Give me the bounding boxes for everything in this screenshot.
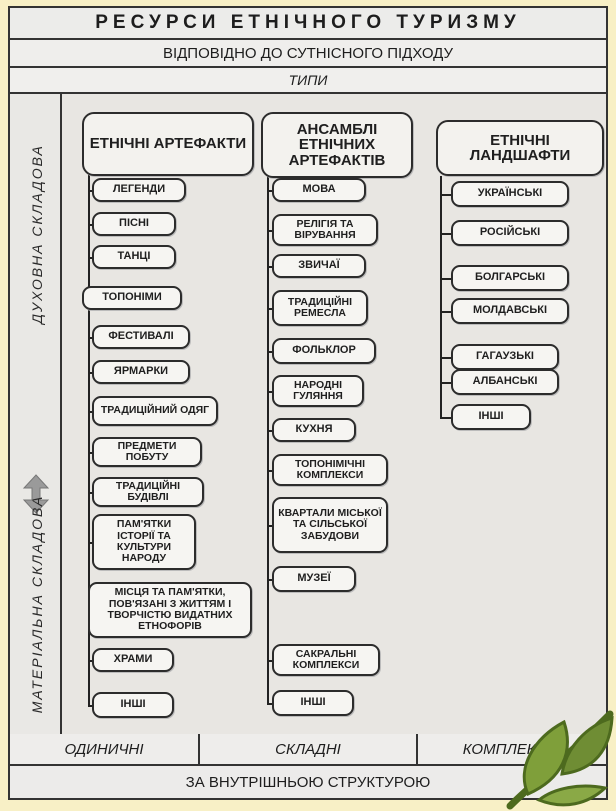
- column-1-item-10: Пам'ятки історії та культури народу: [92, 514, 196, 570]
- column-1-item-12: Храми: [92, 648, 174, 672]
- column-2-item-12: Інші: [272, 690, 354, 716]
- type-complex: СКЛАДНІ: [200, 734, 418, 764]
- column-2-connector-tick: [267, 470, 273, 472]
- column-1-connector-tick: [88, 190, 93, 192]
- column-1-connector-tick: [88, 705, 93, 707]
- column-2-item-11: Сакральні комплекси: [272, 644, 380, 676]
- column-3-item-4: Молдавські: [451, 298, 569, 324]
- column-1-connector-tick: [88, 660, 93, 662]
- diagram-subtitle: ВІДПОВІДНО ДО СУТНІСНОГО ПІДХОДУ: [8, 40, 608, 68]
- column-2-header: АНСАМБЛІ ЕТНІЧНИХ АРТЕФАКТІВ: [261, 112, 413, 178]
- column-2-item-6: Народні гуляння: [272, 375, 364, 407]
- column-2-item-8: Топонімічні комплекси: [272, 454, 388, 486]
- structure-types-row: ОДИНИЧНІ СКЛАДНІ КОМПЛЕКСНІ: [8, 734, 608, 766]
- column-2-connector-tick: [267, 266, 273, 268]
- column-1-item-2: Пісні: [92, 212, 176, 236]
- column-1-item-5: Фестивалі: [92, 325, 190, 349]
- column-1-connector-tick: [88, 542, 93, 544]
- column-2-connector-tick: [267, 308, 273, 310]
- column-1-item-6: Ярмарки: [92, 360, 190, 384]
- column-2-connector-tick: [267, 230, 273, 232]
- column-2-item-1: Мова: [272, 178, 366, 202]
- column-1-connector-tick: [88, 452, 93, 454]
- column-2-connector: [267, 152, 269, 703]
- double-arrow-icon: [22, 474, 50, 514]
- column-2-item-10: Музеї: [272, 566, 356, 592]
- column-1-item-11: Місця та пам'ятки, пов'язані з життям і …: [88, 582, 252, 638]
- column-2-item-2: Релігія та вірування: [272, 214, 378, 246]
- column-3-connector-tick: [440, 357, 452, 359]
- column-2-connector-tick: [267, 430, 273, 432]
- column-1-connector-tick: [88, 411, 93, 413]
- column-2-item-5: Фольклор: [272, 338, 376, 364]
- column-1-connector-tick: [88, 492, 93, 494]
- column-3-item-5: Гагаузькі: [451, 344, 559, 370]
- column-1-item-9: Традиційні будівлі: [92, 477, 204, 507]
- column-3-connector-tick: [440, 194, 452, 196]
- column-1-item-3: Танці: [92, 245, 176, 269]
- column-1-connector-tick: [88, 257, 93, 259]
- spiritual-component-label: ДУХОВНА СКЛАДОВА: [29, 144, 45, 324]
- column-2-connector-tick: [267, 525, 273, 527]
- column-3-item-2: Російські: [451, 220, 569, 246]
- column-1-item-13: Інші: [92, 692, 174, 718]
- column-3-item-1: Українські: [451, 181, 569, 207]
- column-2-connector-tick: [267, 703, 273, 705]
- column-3-connector-tick: [440, 417, 452, 419]
- column-2-item-4: Традиційні ремесла: [272, 290, 368, 326]
- column-2-connector-tick: [267, 391, 273, 393]
- column-1-connector-tick: [88, 224, 93, 226]
- column-1-header: ЕТНІЧНІ АРТЕФАКТИ: [82, 112, 254, 176]
- column-2-connector-tick: [267, 190, 273, 192]
- column-2-connector-tick: [267, 351, 273, 353]
- material-component-label: МАТЕРІАЛЬНА СКЛАДОВА: [29, 494, 45, 714]
- column-3-connector-tick: [440, 311, 452, 313]
- column-3-header: ЕТНІЧНІ ЛАНДШАФТИ: [436, 120, 604, 176]
- column-3-item-7: Інші: [451, 404, 531, 430]
- column-3-connector-tick: [440, 278, 452, 280]
- column-3-item-3: Болгарські: [451, 265, 569, 291]
- column-1-connector-tick: [88, 337, 93, 339]
- column-2-item-9: Квартали міської та сільської забудови: [272, 497, 388, 553]
- column-3-connector-tick: [440, 382, 452, 384]
- column-1-item-8: Предмети побуту: [92, 437, 202, 467]
- internal-structure-label: ЗА ВНУТРІШНЬОЮ СТРУКТУРОЮ: [8, 766, 608, 800]
- column-1-item-1: Легенди: [92, 178, 186, 202]
- types-label: ТИПИ: [8, 68, 608, 94]
- column-2-connector-tick: [267, 660, 273, 662]
- leaf-decoration-icon: [506, 710, 614, 810]
- column-3-connector-tick: [440, 233, 452, 235]
- column-1-connector: [88, 145, 90, 705]
- column-1-item-7: Традиційний одяг: [92, 396, 218, 426]
- column-2-item-3: Звичаї: [272, 254, 366, 278]
- column-1-connector-tick: [88, 372, 93, 374]
- column-2-connector-tick: [267, 579, 273, 581]
- column-1-item-4: Топоніми: [82, 286, 182, 310]
- type-single: ОДИНИЧНІ: [10, 734, 200, 764]
- column-3-item-6: Албанські: [451, 369, 559, 395]
- diagram-title: РЕСУРСИ ЕТНІЧНОГО ТУРИЗМУ: [8, 6, 608, 40]
- column-2-item-7: Кухня: [272, 418, 356, 442]
- side-label-column: ДУХОВНА СКЛАДОВА МАТЕРІАЛЬНА СКЛАДОВА: [8, 94, 62, 734]
- column-3-connector: [440, 176, 442, 417]
